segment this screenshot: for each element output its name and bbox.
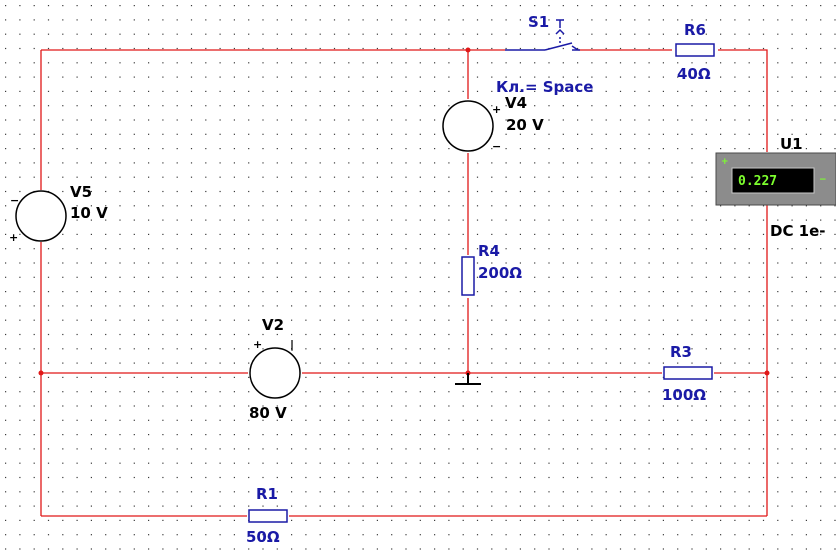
- s1-key-label: Кл.= Space: [496, 78, 593, 96]
- r6-label: R6: [684, 21, 706, 39]
- v2-minus: |: [290, 338, 294, 351]
- r1-label: R1: [256, 485, 278, 503]
- wires: [40, 49, 768, 517]
- resistor-r4[interactable]: [461, 256, 475, 296]
- junction-left-mid: [38, 370, 44, 376]
- source-v4[interactable]: [442, 100, 494, 152]
- resistor-r3[interactable]: [663, 366, 713, 380]
- switch-s1[interactable]: [505, 19, 580, 51]
- r3-label: R3: [670, 343, 692, 361]
- v4-value: 20 V: [506, 116, 544, 134]
- v4-label: V4: [505, 94, 527, 112]
- junction-top: [465, 47, 471, 53]
- v5-label: V5: [70, 183, 92, 201]
- junction-right-mid: [764, 370, 770, 376]
- junctions: [38, 47, 770, 376]
- v4-minus: −: [492, 140, 501, 153]
- v4-plus: +: [492, 103, 501, 116]
- v2-plus: +: [253, 338, 262, 351]
- v5-value: 10 V: [70, 204, 108, 222]
- ground-icon[interactable]: [455, 373, 481, 385]
- meter-mode-label: DC 1e-: [770, 222, 826, 240]
- grid-dots: [5, 5, 836, 550]
- r3-value: 100Ω: [662, 386, 706, 404]
- r1-value: 50Ω: [246, 528, 280, 546]
- meter-reading: 0.227: [738, 174, 777, 189]
- resistor-r1[interactable]: [248, 509, 288, 523]
- s1-label: S1: [528, 13, 549, 31]
- r4-value: 200Ω: [478, 264, 522, 282]
- v2-value: 80 V: [249, 404, 287, 422]
- source-v5[interactable]: [15, 190, 67, 242]
- resistor-r6[interactable]: [675, 43, 715, 57]
- meter-minus-terminal: −: [819, 175, 827, 185]
- wire-r6-to-meter: [718, 49, 768, 152]
- source-v2[interactable]: [249, 347, 301, 399]
- v5-minus: −: [10, 194, 19, 207]
- v2-label: V2: [262, 316, 284, 334]
- meter-plus-terminal: +: [721, 157, 729, 167]
- r6-value: 40Ω: [677, 65, 711, 83]
- r4-label: R4: [478, 242, 500, 260]
- v5-plus: +: [9, 231, 18, 244]
- ammeter-u1[interactable]: 0.227 + −: [715, 152, 836, 206]
- u1-label: U1: [780, 135, 803, 153]
